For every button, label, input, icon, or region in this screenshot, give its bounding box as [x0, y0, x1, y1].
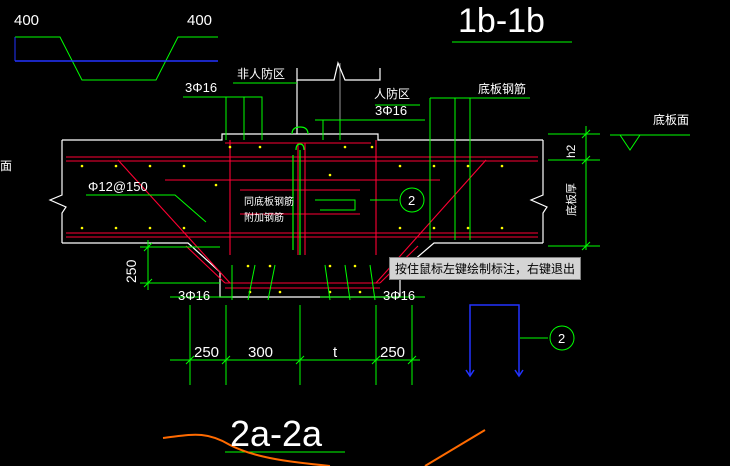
label-bottom-plate-rebar: 底板钢筋 [478, 81, 526, 96]
detail-2-profile [465, 304, 524, 378]
profile-green-line [15, 36, 218, 81]
label-3phi16-top-right: 3Φ16 [375, 103, 407, 118]
label-phi12-150: Φ12@150 [88, 179, 148, 194]
callout-2-right: 2 [558, 331, 565, 346]
dim-250-left: 250 [194, 344, 219, 361]
concrete-outline [48, 61, 548, 298]
rebar-lines [66, 140, 538, 289]
label-3phi16-bottom-left: 3Φ16 [178, 288, 210, 303]
dim-400-left: 400 [14, 12, 39, 29]
dim-300: 300 [248, 344, 273, 361]
section-title-1b: 1b-1b [452, 2, 572, 43]
status-tooltip: 按住鼠标左键绘制标注，右键退出 [389, 257, 582, 280]
dim-400-right: 400 [187, 12, 212, 29]
label-same-bottom-rebar-1: 同底板钢筋 [244, 195, 294, 208]
dim-250-vertical: 250 [123, 259, 139, 283]
label-3phi16-bottom-right: 3Φ16 [383, 288, 415, 303]
center-hooks [291, 126, 309, 255]
label-left-edge: 面 [0, 159, 12, 173]
label-plate-thickness: 底板厚 [564, 183, 578, 216]
callout-2-mid: 2 [408, 193, 415, 208]
annotation-leaders [86, 82, 690, 453]
text-labels: 面 非人防区 人防区 3Φ16 3Φ16 底板钢筋 底板面 h2 底板厚 Φ12… [0, 66, 689, 454]
title-2a: 2a-2a [230, 413, 323, 454]
dim-t: t [333, 344, 338, 361]
label-same-bottom-rebar-2: 附加钢筋 [244, 211, 284, 224]
label-protection-zone: 人防区 [374, 86, 410, 101]
label-non-protection-zone: 非人防区 [237, 66, 285, 81]
dim-250-right: 250 [380, 344, 405, 361]
label-bottom-plate-face: 底板面 [653, 112, 689, 127]
ground-curve [162, 429, 486, 466]
top-profile: 400 400 [14, 12, 218, 81]
label-h2: h2 [564, 144, 578, 158]
label-3phi16-top-left: 3Φ16 [185, 80, 217, 95]
title-1b: 1b-1b [458, 2, 545, 40]
rebar-dots [80, 145, 504, 294]
